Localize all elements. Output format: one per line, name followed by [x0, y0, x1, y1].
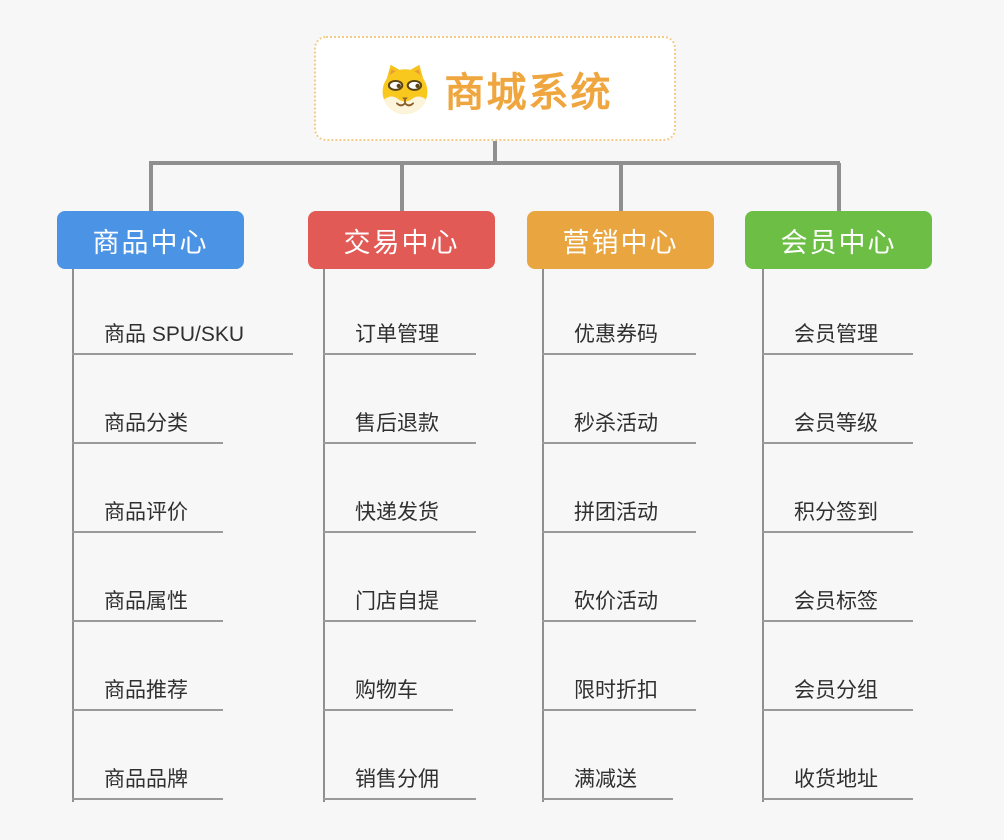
leaf-node[interactable]: 满减送	[542, 758, 673, 800]
leaf-label: 积分签到	[794, 501, 878, 524]
leaf-label: 销售分佣	[355, 768, 439, 791]
leaf-label: 会员管理	[794, 323, 878, 346]
leaf-node[interactable]: 秒杀活动	[542, 402, 696, 444]
branch-member-center[interactable]: 会员中心	[745, 211, 932, 269]
connector-drop-product	[149, 163, 153, 211]
leaf-node[interactable]: 收货地址	[762, 758, 913, 800]
leaf-label: 商品评价	[104, 501, 188, 524]
leaf-node[interactable]: 商品品牌	[72, 758, 223, 800]
leaf-label: 会员等级	[794, 412, 878, 435]
leaf-label: 售后退款	[355, 412, 439, 435]
leaf-label: 优惠券码	[574, 323, 658, 346]
leaf-node[interactable]: 砍价活动	[542, 580, 696, 622]
leaf-node[interactable]: 订单管理	[323, 313, 476, 355]
leaf-node[interactable]: 门店自提	[323, 580, 476, 622]
branch-trade-center[interactable]: 交易中心	[308, 211, 495, 269]
leaf-label: 收货地址	[794, 768, 878, 791]
branch-column-marketing: 优惠券码 秒杀活动 拼团活动 砍价活动 限时折扣 满减送	[542, 269, 787, 802]
branch-trunk-line	[542, 269, 544, 802]
connector-drop-member	[837, 163, 841, 211]
leaf-node[interactable]: 销售分佣	[323, 758, 476, 800]
connector-drop-marketing	[619, 163, 623, 211]
branch-trunk-line	[323, 269, 325, 802]
leaf-label: 满减送	[574, 768, 637, 791]
leaf-node[interactable]: 商品属性	[72, 580, 223, 622]
leaf-node[interactable]: 购物车	[323, 669, 453, 711]
leaf-label: 拼团活动	[574, 501, 658, 524]
leaf-node[interactable]: 会员标签	[762, 580, 913, 622]
leaf-label: 购物车	[355, 679, 418, 702]
leaf-label: 商品品牌	[104, 768, 188, 791]
leaf-node[interactable]: 商品评价	[72, 491, 223, 533]
branch-trunk-line	[72, 269, 74, 802]
leaf-node[interactable]: 商品分类	[72, 402, 223, 444]
leaf-label: 商品 SPU/SKU	[104, 323, 245, 346]
leaf-node[interactable]: 会员管理	[762, 313, 913, 355]
leaf-node[interactable]: 限时折扣	[542, 669, 696, 711]
leaf-label: 会员标签	[794, 590, 878, 613]
branch-label: 营销中心	[562, 227, 679, 258]
root-title: 商城系统	[444, 70, 613, 115]
leaf-node[interactable]: 售后退款	[323, 402, 476, 444]
branch-label: 会员中心	[780, 227, 897, 258]
branch-column-product: 商品 SPU/SKU 商品分类 商品评价 商品属性 商品推荐 商品品牌	[72, 269, 317, 802]
leaf-label: 门店自提	[355, 590, 439, 613]
leaf-node[interactable]: 拼团活动	[542, 491, 696, 533]
leaf-label: 商品分类	[104, 412, 188, 435]
leaf-node[interactable]: 优惠券码	[542, 313, 696, 355]
leaf-label: 限时折扣	[574, 679, 658, 702]
leaf-label: 订单管理	[355, 323, 439, 346]
leaf-label: 会员分组	[794, 679, 878, 702]
branch-column-trade: 订单管理 售后退款 快递发货 门店自提 购物车 销售分佣	[323, 269, 568, 802]
leaf-label: 砍价活动	[574, 590, 658, 613]
leaf-node[interactable]: 商品 SPU/SKU	[72, 313, 293, 355]
leaf-node[interactable]: 会员等级	[762, 402, 913, 444]
connector-drop-trade	[400, 163, 404, 211]
leaf-label: 商品推荐	[104, 679, 188, 702]
leaf-node[interactable]: 快递发货	[323, 491, 476, 533]
branch-column-member: 会员管理 会员等级 积分签到 会员标签 会员分组 收货地址	[762, 269, 1004, 802]
leaf-label: 商品属性	[104, 590, 188, 613]
branch-trunk-line	[762, 269, 764, 802]
connector-horizontal-bar	[149, 161, 840, 165]
root-node[interactable]: 商城系统	[314, 36, 676, 141]
leaf-label: 秒杀活动	[574, 412, 658, 435]
branch-product-center[interactable]: 商品中心	[57, 211, 244, 269]
leaf-node[interactable]: 商品推荐	[72, 669, 223, 711]
connector-root-stub	[493, 141, 497, 165]
leaf-label: 快递发货	[355, 501, 439, 524]
branch-marketing-center[interactable]: 营销中心	[527, 211, 714, 269]
leaf-node[interactable]: 积分签到	[762, 491, 913, 533]
dog-face-icon	[382, 64, 427, 114]
branch-label: 交易中心	[343, 227, 460, 258]
leaf-node[interactable]: 会员分组	[762, 669, 913, 711]
branch-label: 商品中心	[92, 227, 209, 258]
